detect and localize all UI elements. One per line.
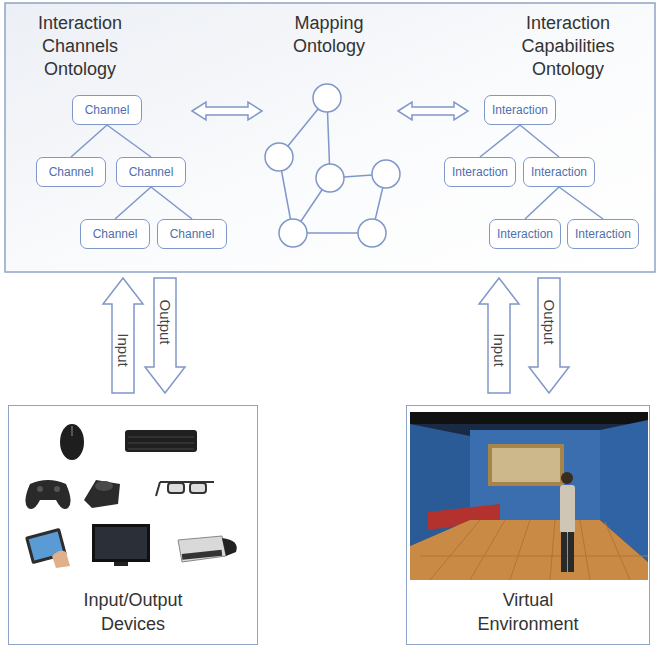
devices-box: Input/Output Devices <box>8 405 258 645</box>
environment-box: Virtual Environment <box>406 405 650 645</box>
interaction-box: Interaction <box>523 157 595 187</box>
channel-box: Channel <box>116 157 186 187</box>
down-arrow <box>529 278 569 393</box>
channel-box: Channel <box>72 95 142 125</box>
box-label: Interaction <box>452 165 508 179</box>
mapping-graph-circles <box>265 84 400 247</box>
ontology-panel <box>5 3 655 272</box>
arrow-label: Output <box>541 299 558 344</box>
box-label: Channel <box>129 165 174 179</box>
interaction-box: Interaction <box>489 219 561 249</box>
tv-icon <box>92 524 150 566</box>
arrow-label: Input <box>115 333 132 366</box>
tree-connector <box>115 187 151 219</box>
box-label: Interaction <box>575 227 631 241</box>
devices-ground <box>8 405 258 645</box>
up-arrow <box>103 278 143 393</box>
box-caption: Input/Output Devices <box>68 588 198 636</box>
channel-box: Channel <box>157 219 227 249</box>
vr-headset-icon <box>178 536 237 562</box>
double-arrow <box>192 102 262 120</box>
tree-connector <box>107 125 151 157</box>
channel-box: Channel <box>80 219 150 249</box>
mapping-graph-lines <box>279 98 386 233</box>
interaction-box: Interaction <box>567 219 639 249</box>
interaction-box: Interaction <box>484 95 556 125</box>
virtual-environment-photo <box>410 412 648 580</box>
channel-box: Channel <box>36 157 106 187</box>
eye-tracker-glasses-icon <box>156 482 214 496</box>
tree-connector <box>525 187 559 219</box>
interaction-box: Interaction <box>444 157 516 187</box>
tree-connector <box>520 125 559 157</box>
environment-ground <box>406 405 650 645</box>
double-arrow <box>398 102 468 120</box>
box-caption: Virtual Environment <box>463 588 593 636</box>
tree-connector <box>151 187 192 219</box>
spacemouse-icon <box>84 480 120 508</box>
mouse-icon <box>60 424 84 460</box>
box-label: Interaction <box>497 227 553 241</box>
box-label: Interaction <box>492 103 548 117</box>
arrow-label: Input <box>491 333 508 366</box>
ontology-heading: Mapping Ontology <box>274 12 384 58</box>
gamepad-icon <box>25 480 70 509</box>
tree-connector <box>480 125 520 157</box>
box-label: Channel <box>49 165 94 179</box>
box-label: Channel <box>85 103 130 117</box>
keyboard-icon <box>125 430 197 452</box>
ontology-heading: Interaction Channels Ontology <box>15 12 145 81</box>
tablet-icon <box>25 528 70 568</box>
up-arrow <box>479 278 519 393</box>
box-label: Interaction <box>531 165 587 179</box>
tree-connector <box>559 187 603 219</box>
box-label: Channel <box>93 227 138 241</box>
box-label: Channel <box>170 227 215 241</box>
tree-connector <box>71 125 107 157</box>
arrow-label: Output <box>157 299 174 344</box>
down-arrow <box>145 278 185 393</box>
ontology-heading: Interaction Capabilities Ontology <box>498 12 638 81</box>
